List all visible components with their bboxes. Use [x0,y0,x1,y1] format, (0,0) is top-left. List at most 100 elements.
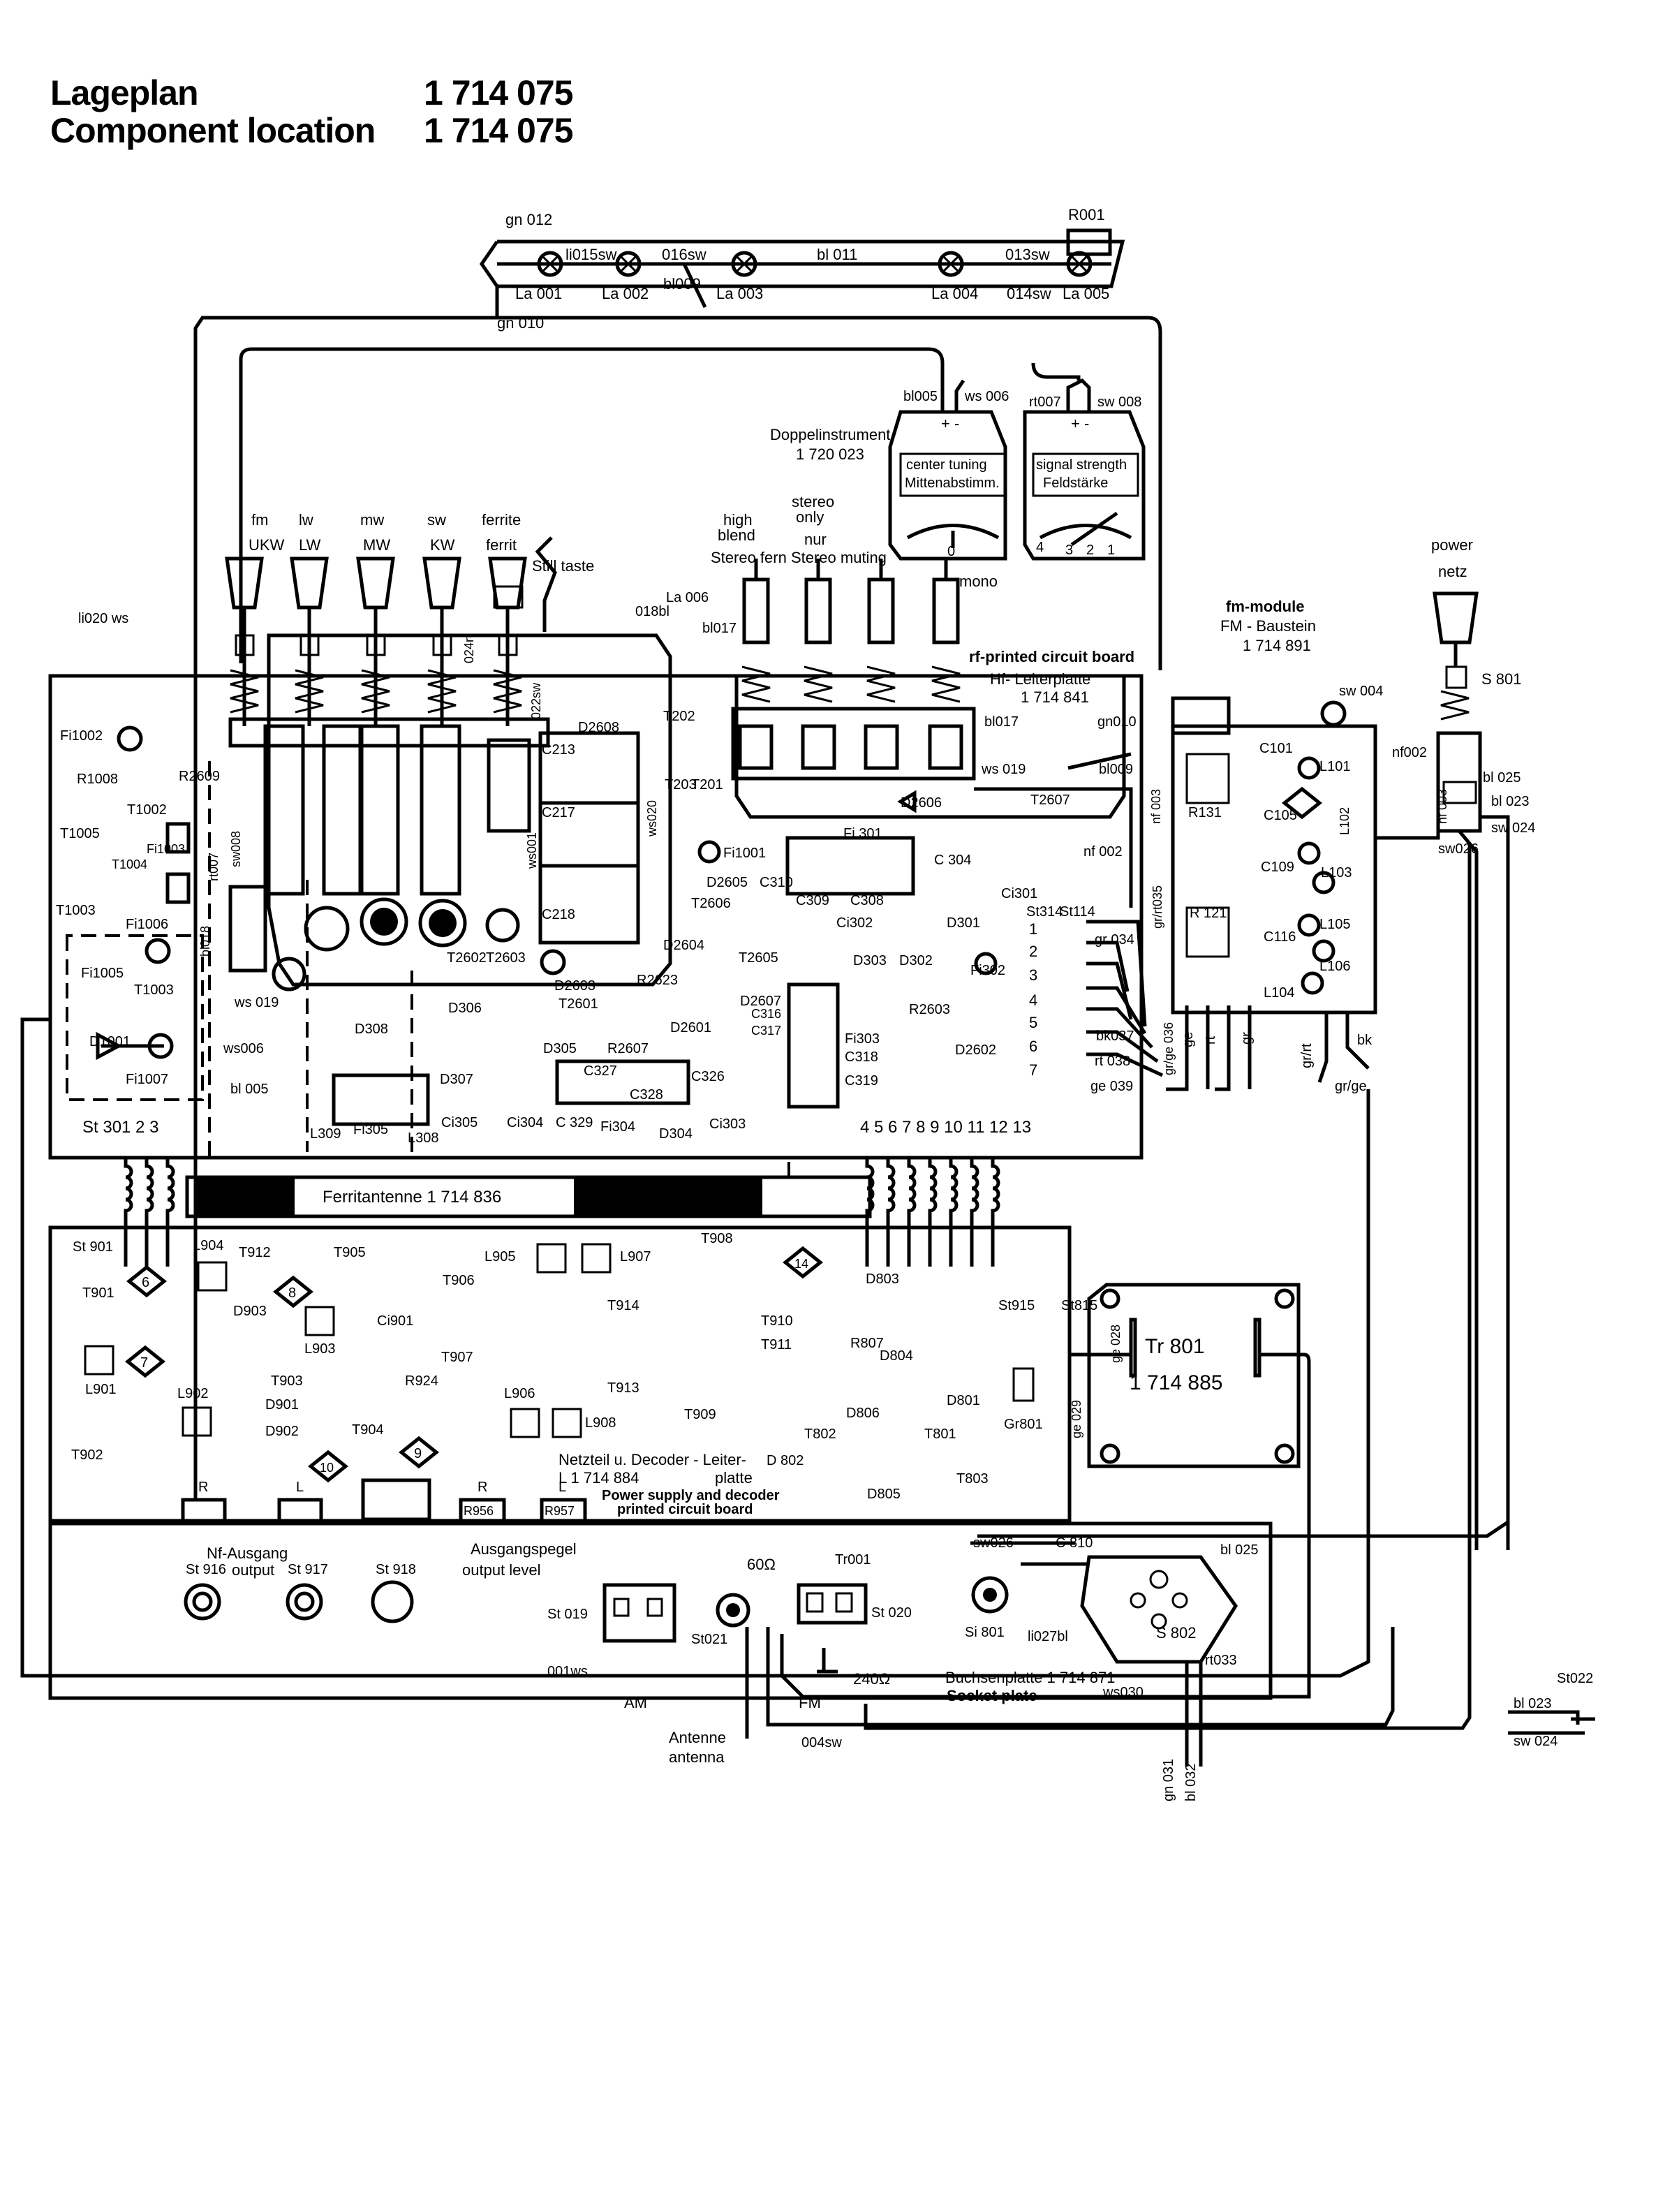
psu-comp-7: T901 [82,1285,114,1301]
rf-comp-27: bl017 [702,621,737,636]
psu-title-en2: printed circuit board [617,1502,753,1517]
rf-comp-50: T2602 [447,950,487,966]
rf-comp-19: sw008 [229,831,243,867]
rf-comp-74: Ci304 [507,1115,543,1130]
power-line-en: power [1431,536,1473,554]
rf-comp-22: C218 [542,907,575,922]
ferrite-antenna: Ferritantenne 1 714 836 [124,1156,1000,1267]
psu-comp-31: D801 [947,1393,980,1408]
resistor-r001: R001 [1068,206,1105,223]
fm-comp-10: L105 [1319,917,1351,932]
fm-comp-18: gr/ge [1335,1079,1367,1094]
rf-comp-7: T1004 [112,857,147,871]
rf-comp-54: D2607 [740,994,781,1009]
psu-conn-r956: R956 [464,1504,494,1518]
rf-comp-31: ws020 [645,800,659,837]
rf-comp-17: bl018 [198,926,212,957]
socket-title-en: Socket plate [947,1687,1037,1704]
band-label-ferrite: ferrite [482,511,521,529]
nf-output-en: output [232,1561,274,1579]
rf-comp-64: D305 [543,1041,577,1056]
psu-diamond-10: 10 [320,1461,334,1475]
psu-comp-38: St915 [998,1298,1035,1313]
fm-comp-8: R 121 [1190,906,1227,921]
psu-comp-23: D902 [265,1424,299,1439]
rf-part: 1 714 841 [1021,688,1089,706]
st022-label: St022 [1557,1671,1593,1686]
rf-comp-73: Ci305 [441,1115,478,1130]
st022-connector: St022 bl 023 sw 024 [1508,1671,1595,1749]
harness-wires [20,817,1510,1678]
fn-high: high [723,511,753,529]
rf-conn-6: 6 [1029,1038,1037,1055]
fm-comp-2: L101 [1319,759,1351,774]
psu-diamond-6: 6 [142,1275,149,1290]
meter-right-line1: signal strength [1036,457,1127,473]
psu-board: Netzteil u. Decoder - Leiter- platte L 1… [48,1225,1311,1699]
psu-comp-5: L907 [620,1249,651,1264]
meter-left-scale-0: 0 [947,544,955,559]
rf-board: rf-printed circuit board Hf- Leiterplatt… [48,633,1164,1160]
psu-comp-19: T907 [441,1350,473,1365]
rf-top-pins: St 301 2 3 [82,1118,158,1137]
fm-comp-1: C101 [1259,741,1293,756]
socket-part-tr001: Tr001 [835,1552,871,1568]
socket-st019: St 019 [547,1607,588,1622]
rf-comp-58: C318 [845,1049,878,1065]
level-en: output level [462,1561,541,1579]
fn-stereo: stereo [792,493,834,510]
nf-output-de: Nf-Ausgang [207,1544,288,1562]
st022-wire-bl023: bl 023 [1514,1696,1552,1711]
psu-comp-4: L905 [484,1249,516,1264]
rf-comp-81: D2606 [901,795,942,811]
psu-comp-30: D806 [846,1406,880,1421]
power-switch: power netz S 801 nf 003 bl 025 bl 023 sw… [1431,536,1535,1550]
socket-fm: FM [799,1694,821,1711]
rf-comp-46: T2605 [739,950,778,966]
fm-comp-6: C109 [1261,860,1294,875]
socket-st918: St 918 [376,1562,416,1577]
rf-comp-78: L309 [310,1126,341,1142]
psu-comp-37: T803 [956,1471,989,1487]
rf-comp-25: 018bl [635,604,669,619]
antenna-de: Antenne [669,1729,726,1746]
rf-title-en: rf-printed circuit board [969,648,1134,665]
rf-comp-32: T203 [665,777,697,792]
function-switches: high blend stereo only nur Stereo fern S… [711,493,998,703]
psu-comp-28: T913 [607,1380,639,1396]
psu-comp-10: Ci901 [377,1313,413,1329]
meters: Doppelinstrument 1 720 023 center tuning… [239,347,1146,663]
fn-nur: nur [804,531,827,548]
title-de-text: Lageplan [50,73,198,112]
band-label-mw-de: MW [363,536,390,554]
psu-comp-41: ge 028 [1109,1325,1123,1363]
psu-comp-3: T905 [334,1245,366,1260]
wire-bl011: bl 011 [817,246,857,263]
fn-blend: blend [718,526,755,544]
power-switch-label: S 801 [1481,670,1522,688]
psu-comp-27: L908 [585,1415,616,1431]
psu-title-en1: Power supply and decoder [602,1488,780,1503]
fn-line-de: Stereo fern Stereo muting [711,549,887,566]
socket-part-c810: C 810 [1056,1535,1093,1551]
psu-comp-21: L902 [177,1386,209,1401]
psu-comp-17: L901 [85,1382,117,1397]
socket-wire-ws030: ws030 [1102,1685,1144,1700]
psu-title-de2: platte [715,1469,753,1487]
rf-comp-57: Fi303 [845,1031,880,1047]
rf-comp-13: Fi1007 [126,1072,168,1087]
band-label-lw-de: LW [299,536,321,554]
fm-comp-7: L103 [1321,865,1352,880]
psu-diamond-7: 7 [140,1355,148,1371]
psu-comp-15: R807 [850,1336,884,1351]
rf-comp-9: Fi1006 [126,917,168,932]
title-en: Component location 1 714 075 [50,110,573,151]
rf-comp-20: C213 [542,742,575,758]
rf-comp-80: L308 [408,1130,439,1146]
fm-comp-3: R131 [1188,805,1222,820]
rf-comp-55: C316 [751,1007,781,1021]
psu-comp-40: Gr801 [1004,1417,1043,1432]
rf-comp-45: D2604 [663,938,704,953]
rf-comp-63: D2601 [670,1020,711,1035]
meters-title: Doppelinstrument [770,426,890,443]
